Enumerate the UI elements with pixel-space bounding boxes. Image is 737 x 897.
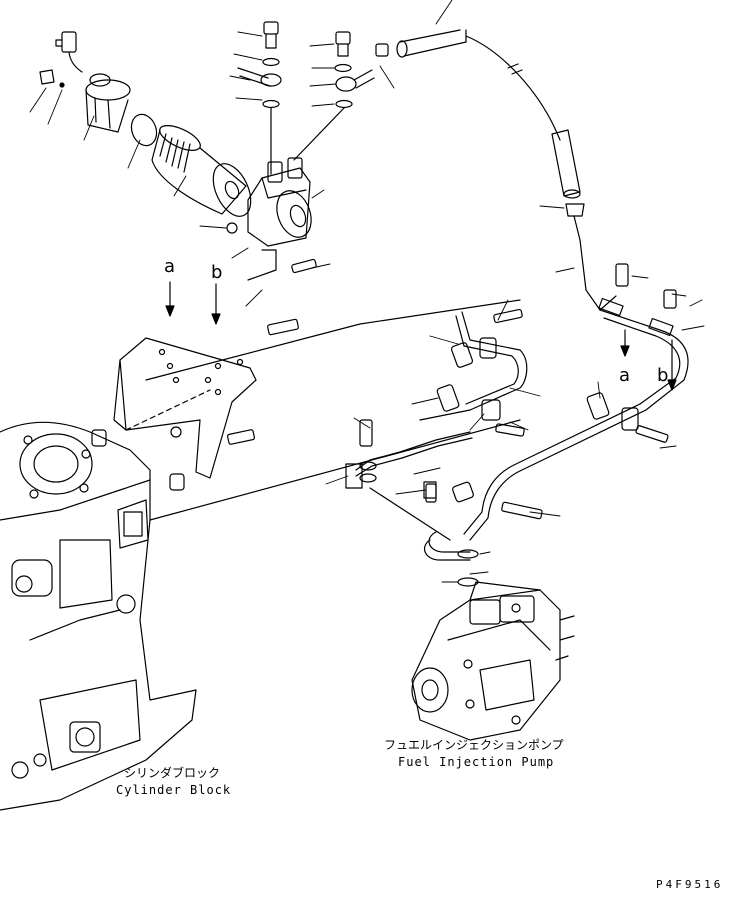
drawing-code: P4F9516	[656, 878, 724, 891]
filter-head	[226, 157, 312, 281]
reference-a-right: a	[619, 365, 631, 386]
reference-b-right: b	[657, 365, 669, 386]
fuel-sensor-assembly	[39, 31, 158, 147]
fuel-hose	[396, 29, 601, 311]
fuel-injection-pump	[411, 581, 575, 741]
banjo-fittings	[237, 21, 389, 175]
reference-b-left: b	[211, 262, 223, 283]
cylinder-block	[0, 299, 521, 811]
leader-lines	[29, 0, 705, 583]
reference-a-left: a	[164, 256, 176, 277]
reference-arrows	[165, 281, 677, 391]
pump-label-en: Fuel Injection Pump	[398, 755, 555, 769]
filter-bracket	[113, 318, 299, 479]
fuel-lines-right	[463, 295, 689, 541]
block-label-jp: シリンダブロック	[124, 766, 221, 780]
fuel-filter	[151, 125, 252, 217]
pump-label-jp: フュエルインジェクションポンプ	[384, 738, 564, 752]
pump-inlet	[423, 481, 479, 587]
block-label-en: Cylinder Block	[116, 783, 232, 797]
bolts	[291, 258, 677, 520]
